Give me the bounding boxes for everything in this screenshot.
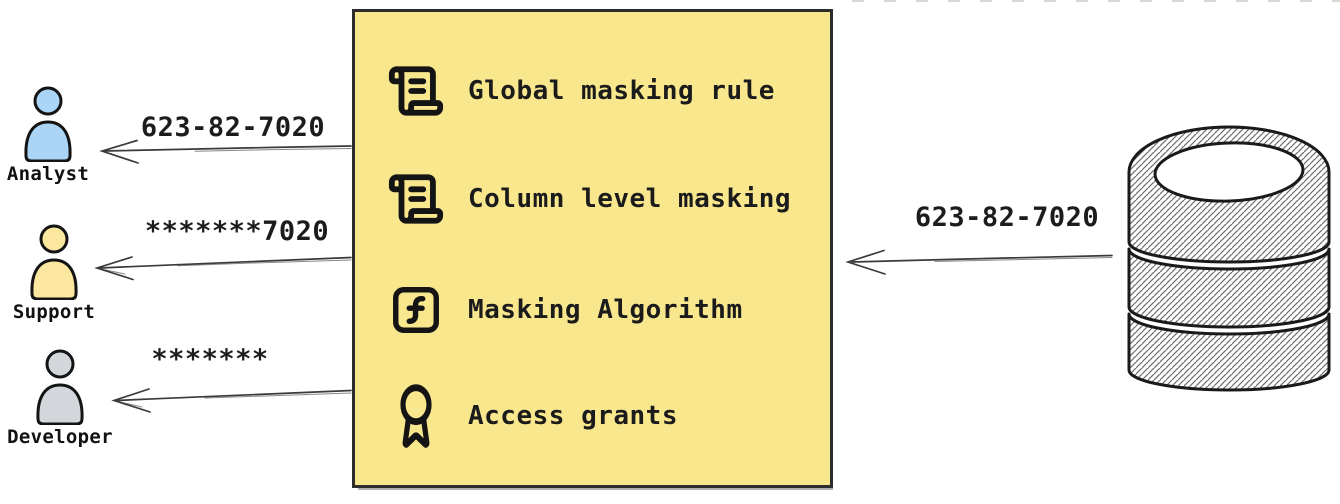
database-value-label: 623-82-7020 — [914, 202, 1100, 233]
box-item-label: Column level masking — [468, 184, 792, 214]
arrow-to-developer — [111, 388, 352, 413]
arrow-to-analyst — [99, 139, 352, 164]
crop-dashed-line — [852, 0, 1340, 2]
persona-analyst-label: Analyst — [6, 163, 90, 185]
masking-rules-box: Global masking rule Column level masking — [352, 9, 833, 488]
persona-support: Support — [6, 224, 102, 323]
analyst-value-label: 623-82-7020 — [140, 112, 326, 143]
box-item-column-level-masking: Column level masking — [385, 167, 816, 231]
developer-value-label: ******* — [151, 344, 269, 375]
persona-analyst: Analyst — [0, 86, 96, 185]
person-icon — [35, 349, 85, 425]
award-icon — [385, 382, 447, 450]
database-icon — [1127, 125, 1331, 392]
box-item-label: Access grants — [468, 401, 678, 431]
box-item-access-grants: Access grants — [385, 378, 816, 454]
scroll-text-icon — [385, 170, 447, 228]
persona-developer-label: Developer — [7, 426, 113, 448]
box-item-label: Global masking rule — [468, 76, 775, 106]
scroll-text-icon — [385, 62, 447, 120]
person-icon — [23, 86, 73, 162]
box-item-masking-algorithm: Masking Algorithm — [385, 278, 816, 342]
person-icon — [29, 224, 79, 300]
persona-developer: Developer — [7, 349, 113, 448]
box-item-label: Masking Algorithm — [468, 295, 743, 325]
support-value-label: *******7020 — [144, 216, 330, 247]
box-item-global-masking-rule: Global masking rule — [385, 59, 816, 123]
arrow-database-to-box — [845, 249, 1113, 275]
function-square-icon — [385, 283, 447, 337]
arrow-to-support — [94, 256, 352, 281]
persona-support-label: Support — [12, 301, 96, 323]
